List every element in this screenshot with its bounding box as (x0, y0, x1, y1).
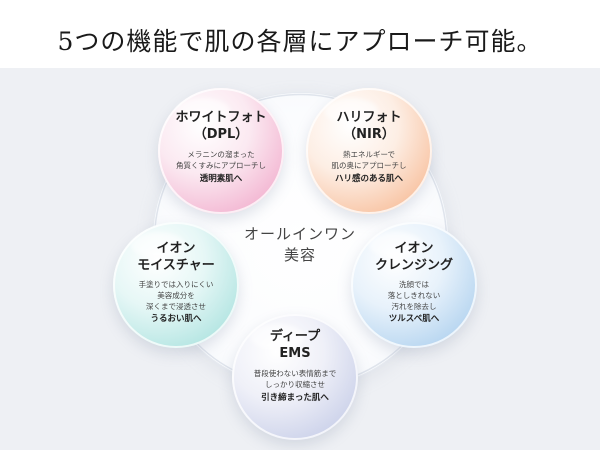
bubble-ion-moisture: イオン モイスチャー 手塗りでは入りにくい 美容成分を 深くまで浸透させ うるお… (113, 222, 239, 348)
bubble-desc-line3: 汚れを除去し (391, 302, 437, 311)
bubble-desc-line2: 美容成分を (157, 291, 195, 300)
bubble-desc-line2: 落としきれない (387, 291, 441, 300)
bubble-desc-line2: しっかり収縮させ (265, 380, 325, 389)
bubble-result: うるおい肌へ (150, 314, 202, 324)
bubble-deep-ems: ディープ EMS 普段使わない表情筋まで しっかり収縮させ 引き締まった肌へ (232, 314, 358, 440)
bubble-desc-line1: 洗顔では (399, 280, 429, 289)
bubble-subtitle: モイスチャー (137, 258, 215, 273)
bubble-subtitle: （NIR） (343, 127, 395, 142)
bubble-subtitle: クレンジング (374, 258, 453, 273)
bubble-subtitle: EMS (279, 346, 311, 361)
bubble-hari-photo: ハリフォト （NIR） 熱エネルギーで 肌の奥にアプローチし ハリ感のある肌へ (306, 88, 432, 214)
page-title: 5つの機能で肌の各層にアプローチ可能。 (57, 27, 543, 56)
bubble-result: 透明素肌へ (199, 174, 243, 184)
bubble-ion-cleansing: イオン クレンジング 洗顔では 落としきれない 汚れを除去し ツルスベ肌へ (351, 222, 477, 348)
bubble-result: ハリ感のある肌へ (334, 174, 403, 184)
bubble-title: イオン (394, 241, 434, 256)
bubble-title: ホワイトフォト (175, 110, 267, 125)
center-label-line1: オールインワン (243, 225, 356, 243)
bubble-desc-line1: 熱エネルギーで (342, 150, 396, 159)
bubble-title: ディープ (269, 329, 321, 344)
bubble-desc-line1: 手塗りでは入りにくい (138, 280, 214, 289)
bubble-desc-line1: 普段使わない表情筋まで (253, 369, 337, 378)
bubble-title: イオン (156, 241, 196, 256)
center-label-line2: 美容 (283, 246, 316, 264)
bubble-desc-line2: 角質くすみにアプローチし (176, 161, 266, 170)
header: 5つの機能で肌の各層にアプローチ可能。 (0, 0, 600, 68)
bubble-subtitle: （DPL） (193, 127, 249, 142)
bubble-result: ツルスベ肌へ (388, 314, 440, 324)
center-label: オールインワン 美容 (200, 224, 400, 266)
bubble-result: 引き締まった肌へ (261, 393, 329, 403)
bubble-white-photo: ホワイトフォト （DPL） メラニンの溜まった 角質くすみにアプローチし 透明素… (158, 88, 284, 214)
bubble-title: ハリフォト (336, 110, 402, 125)
bubble-desc-line3: 深くまで浸透させ (146, 302, 206, 311)
bubble-desc-line2: 肌の奥にアプローチし (331, 161, 407, 170)
bubble-desc-line1: メラニンの溜まった (187, 150, 255, 159)
